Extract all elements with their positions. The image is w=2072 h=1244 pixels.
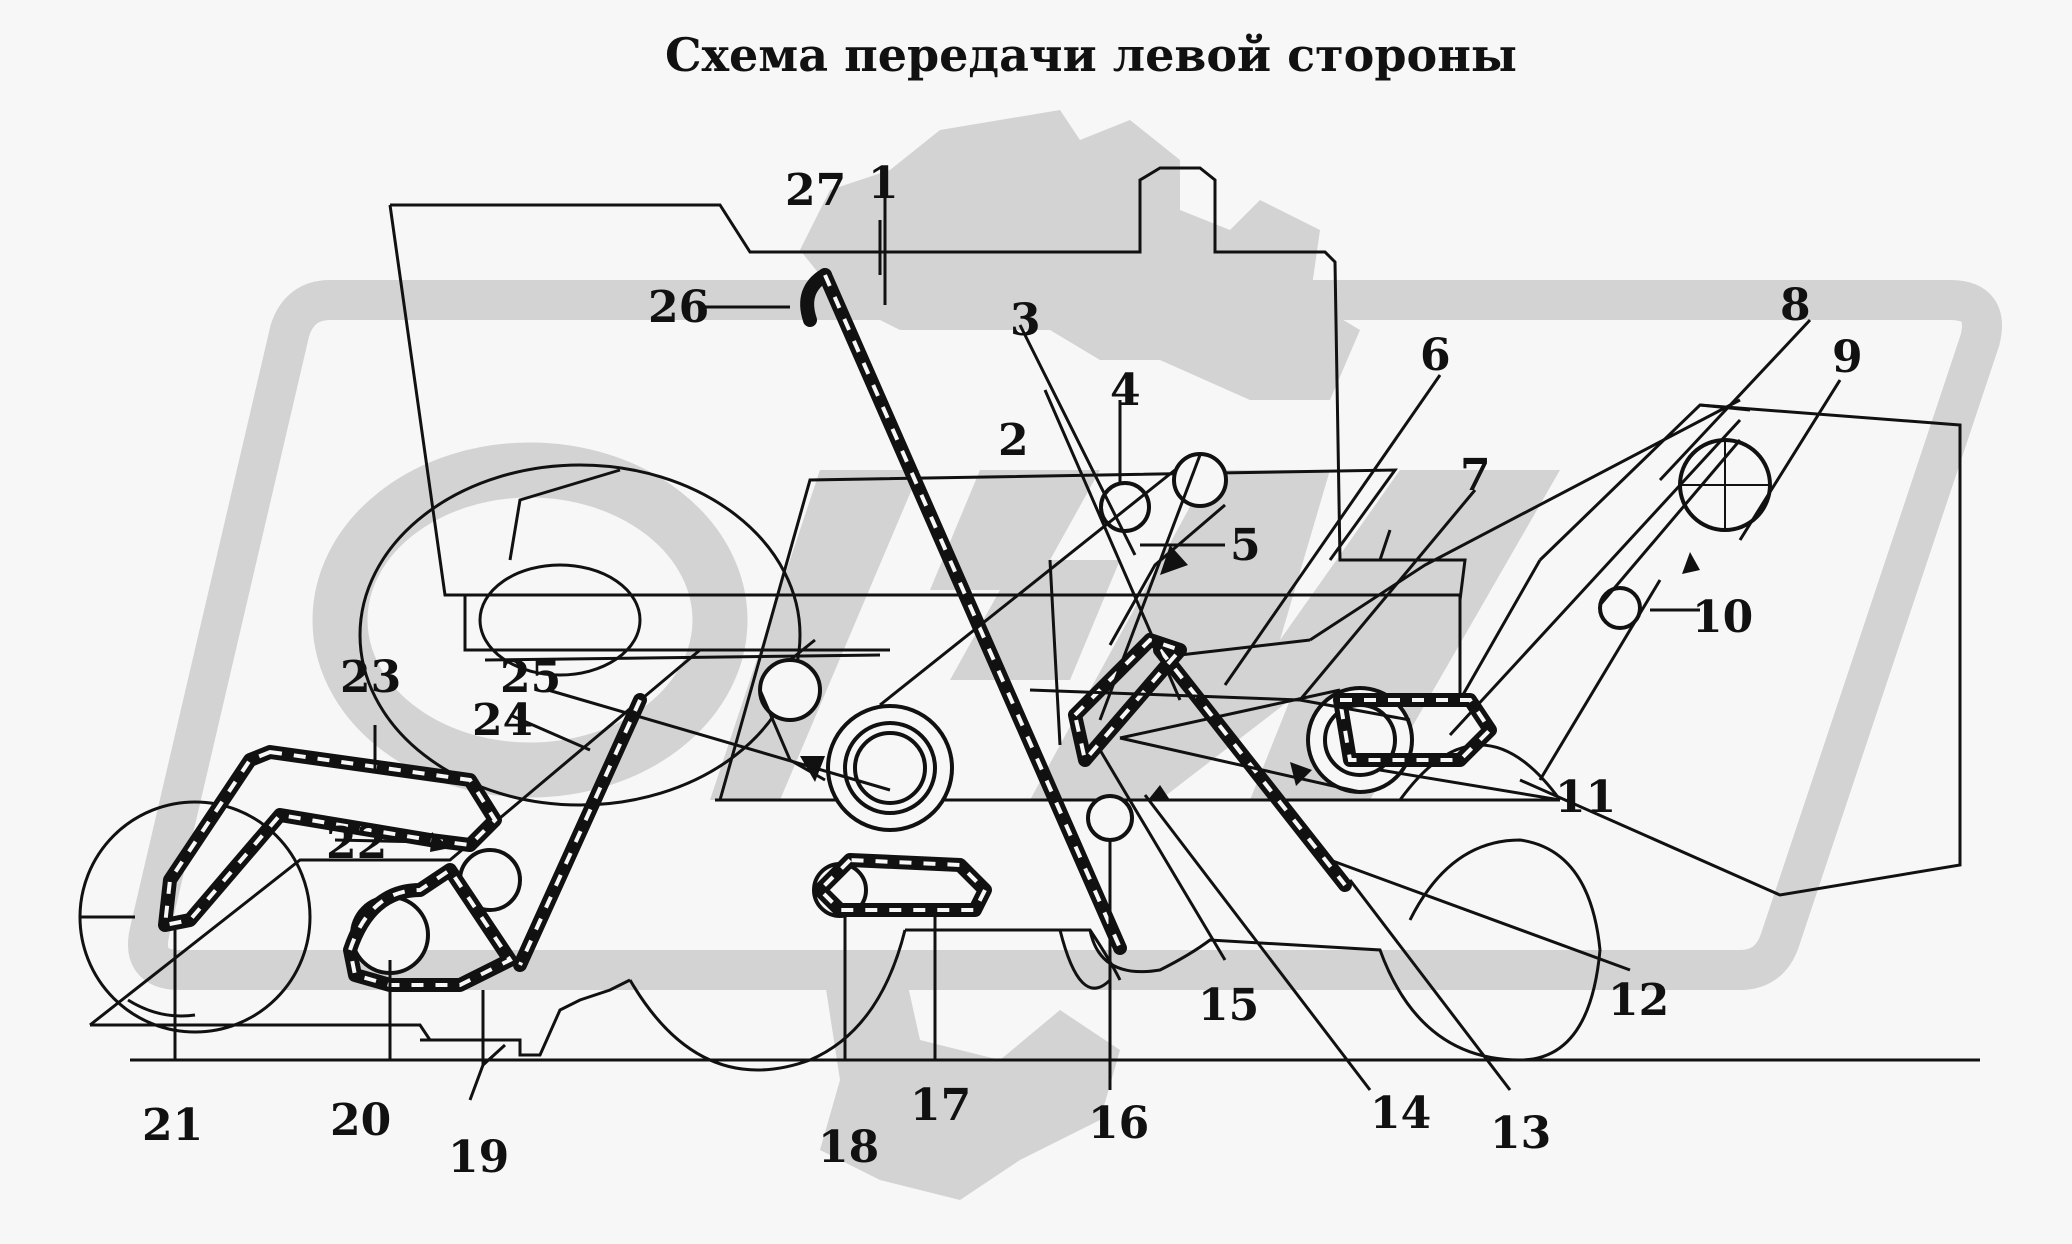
callout-2: 2 xyxy=(998,415,1029,466)
callout-16: 16 xyxy=(1088,1098,1149,1149)
callout-26: 26 xyxy=(648,282,709,333)
callout-12: 12 xyxy=(1608,975,1669,1026)
callout-23: 23 xyxy=(340,652,401,703)
callout-14: 14 xyxy=(1370,1088,1431,1139)
callout-18: 18 xyxy=(818,1122,879,1173)
callout-6: 6 xyxy=(1420,330,1451,381)
callout-20: 20 xyxy=(330,1095,391,1146)
callout-24: 24 xyxy=(472,695,533,746)
callout-4: 4 xyxy=(1110,365,1141,416)
watermark xyxy=(128,110,2002,1200)
callout-25: 25 xyxy=(500,652,561,703)
callout-3: 3 xyxy=(1010,295,1041,346)
callout-27: 27 xyxy=(785,165,846,216)
callout-21: 21 xyxy=(142,1100,203,1151)
callout-8: 8 xyxy=(1780,280,1811,331)
callout-15: 15 xyxy=(1198,980,1259,1031)
chains-inner xyxy=(162,274,1493,987)
leader-lines xyxy=(173,180,1842,1101)
callout-10: 10 xyxy=(1692,592,1753,643)
callout-17: 17 xyxy=(910,1080,971,1131)
callout-19: 19 xyxy=(448,1132,509,1183)
callout-22: 22 xyxy=(326,818,387,869)
callout-labels: 1 2 3 4 5 6 7 8 9 10 11 12 13 14 15 16 1… xyxy=(142,158,1863,1183)
direction-arrows xyxy=(430,545,1700,852)
callout-13: 13 xyxy=(1490,1108,1551,1159)
callout-5: 5 xyxy=(1230,520,1261,571)
callout-9: 9 xyxy=(1832,332,1863,383)
callout-7: 7 xyxy=(1460,450,1491,501)
callout-1: 1 xyxy=(868,158,899,209)
callout-11: 11 xyxy=(1555,772,1616,823)
diagram-title: Схема передачи левой стороны xyxy=(664,28,1517,82)
